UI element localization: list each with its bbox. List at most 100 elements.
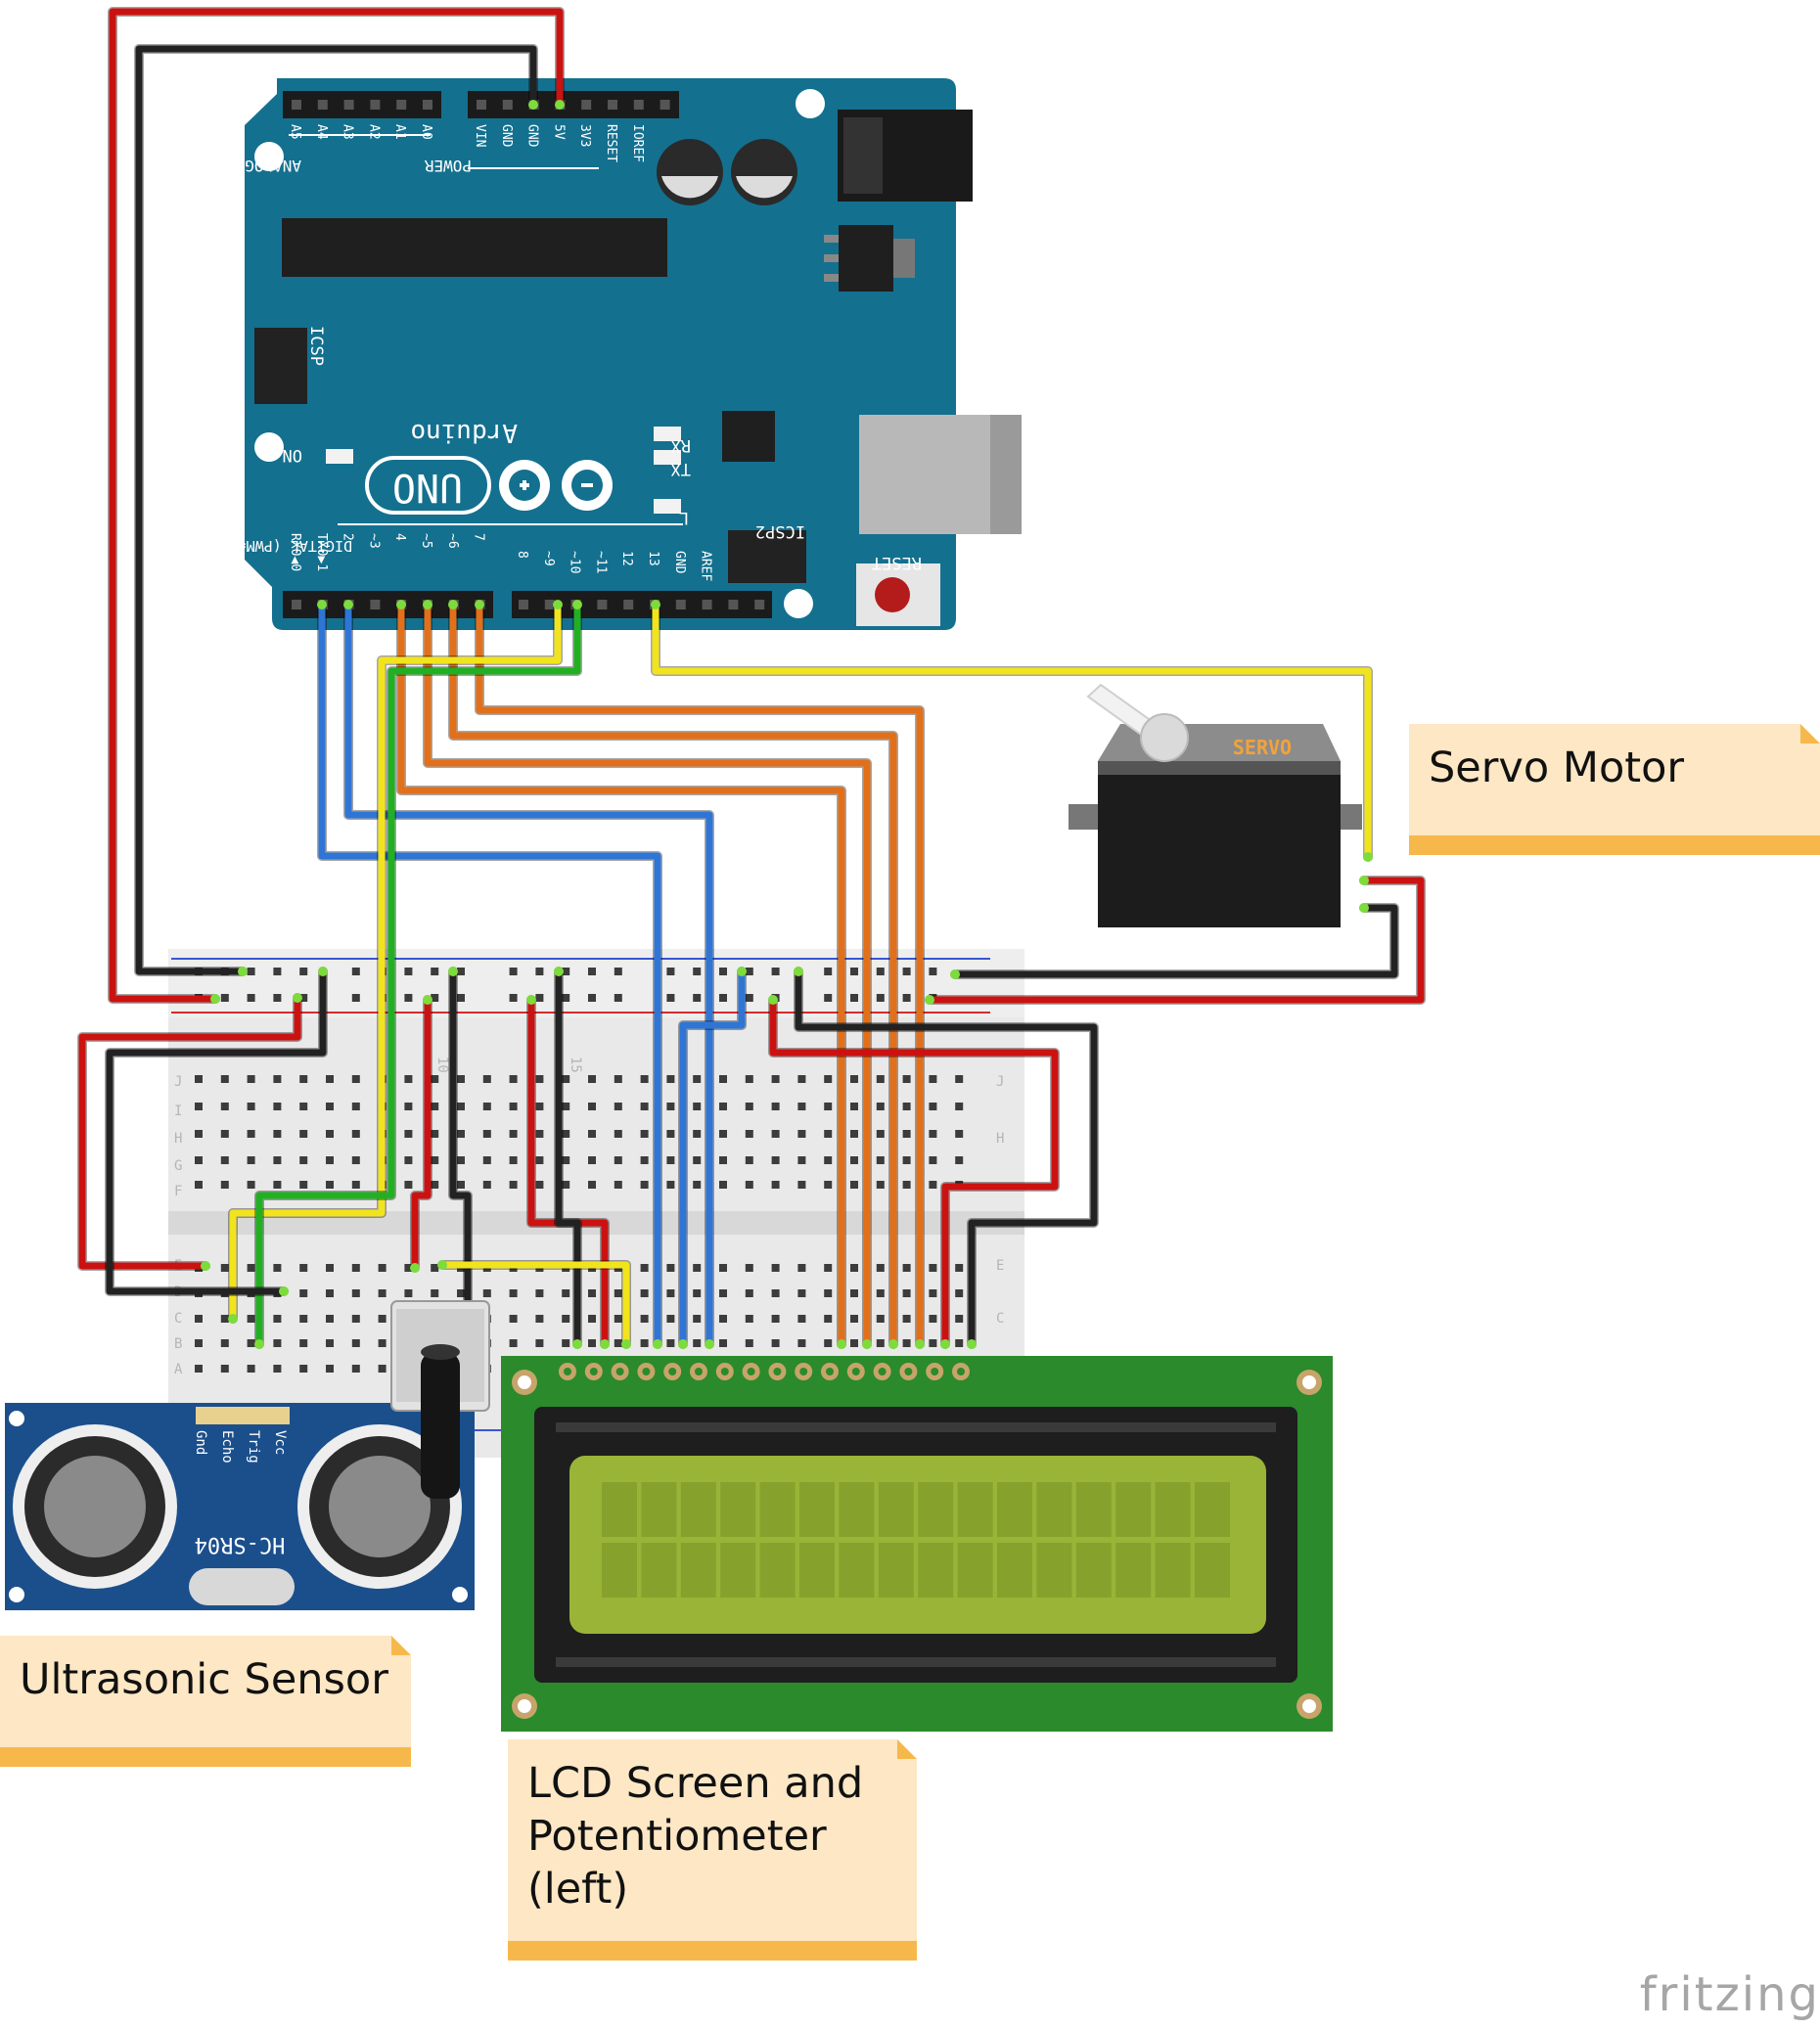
- wire-end: [862, 1339, 872, 1349]
- breadboard-hole: [824, 1181, 833, 1189]
- breadboard-hole: [640, 1130, 649, 1138]
- breadboard-hole: [797, 1130, 806, 1138]
- breadboard-hole: [351, 1289, 360, 1297]
- breadboard-hole: [299, 1075, 308, 1083]
- rail-hole: [719, 994, 727, 1002]
- row-label-c-right: C: [996, 1311, 1004, 1327]
- breadboard-hole: [482, 1130, 491, 1138]
- header-pin: [702, 600, 712, 609]
- breadboard-hole: [614, 1315, 622, 1323]
- breadboard-hole: [719, 1103, 727, 1110]
- lcd-cell: [799, 1543, 835, 1598]
- breadboard-hole: [404, 1075, 413, 1083]
- breadboard-hole: [535, 1339, 544, 1347]
- breadboard-hole: [902, 1339, 911, 1347]
- wire: [795, 968, 1098, 1348]
- wire-end: [555, 100, 565, 110]
- wire-end: [678, 1339, 688, 1349]
- sensor-pin-label: Gnd: [193, 1430, 208, 1455]
- wire-end: [837, 1339, 846, 1349]
- wire-end: [293, 993, 302, 1003]
- pin-label: 13: [646, 551, 660, 566]
- rail-hole: [562, 994, 570, 1002]
- row-label-a: A: [174, 1362, 183, 1377]
- breadboard-hole: [562, 1289, 570, 1297]
- rail-hole: [719, 968, 727, 975]
- breadboard-hole: [876, 1315, 885, 1323]
- wire-end: [1359, 876, 1369, 885]
- wire: [438, 1261, 630, 1348]
- breadboard-hole: [535, 1130, 544, 1138]
- mount-hole: [254, 142, 284, 171]
- breadboard-hole: [850, 1264, 858, 1272]
- breadboard-hole: [902, 1075, 911, 1083]
- header-pin: [317, 100, 328, 110]
- usb-chip: [722, 411, 775, 462]
- lcd-cell: [720, 1543, 756, 1598]
- breadboard-hole: [326, 1130, 334, 1138]
- breadboard-hole: [457, 1130, 465, 1138]
- header-pin: [675, 600, 686, 609]
- breadboard-hole: [351, 1103, 360, 1110]
- breadboard-hole: [771, 1289, 780, 1297]
- breadboard-hole: [351, 1130, 360, 1138]
- breadboard-hole: [902, 1181, 911, 1189]
- breadboard-hole: [509, 1181, 518, 1189]
- breadboard-hole: [850, 1315, 858, 1323]
- breadboard-hole: [431, 1075, 439, 1083]
- breadboard-hole: [850, 1289, 858, 1297]
- wire-end: [343, 600, 353, 609]
- rail-hole: [431, 968, 439, 975]
- lcd-cell: [1075, 1482, 1112, 1537]
- breadboard-hole: [640, 1289, 649, 1297]
- wire: [951, 904, 1398, 978]
- sensor-pin-label: Trig: [246, 1430, 261, 1464]
- breadboard-hole: [195, 1365, 203, 1373]
- pin-label: TX0▶1: [314, 533, 329, 571]
- breadboard-hole: [457, 1181, 465, 1189]
- breadboard-hole: [247, 1264, 255, 1272]
- breadboard-hole: [247, 1339, 255, 1347]
- lcd-cell: [1195, 1482, 1230, 1537]
- tx-label: TX: [670, 459, 691, 478]
- rail-hole: [745, 994, 753, 1002]
- wire-end: [448, 600, 458, 609]
- breadboard-hole: [562, 1130, 570, 1138]
- note-lcd-screen: LCD Screen and Potentiometer (left): [508, 1739, 917, 1960]
- lcd-pin-hole: [720, 1368, 729, 1375]
- pin-label: 8: [515, 551, 529, 559]
- breadboard-hole: [247, 1365, 255, 1373]
- rail-hole: [273, 968, 282, 975]
- wire-end: [448, 967, 458, 976]
- breadboard-hole: [902, 1156, 911, 1164]
- breadboard-hole: [850, 1130, 858, 1138]
- breadboard-hole: [273, 1264, 282, 1272]
- breadboard-hole: [771, 1315, 780, 1323]
- pin-label: A4: [314, 124, 329, 140]
- wire-end: [553, 600, 563, 609]
- header-pin: [423, 100, 432, 110]
- lcd-16x2: [501, 1356, 1333, 1732]
- rail-hole: [299, 994, 308, 1002]
- breadboard-hole: [719, 1181, 727, 1189]
- potentiometer[interactable]: [390, 1300, 490, 1499]
- breadboard-hole: [745, 1103, 753, 1110]
- breadboard-hole: [299, 1289, 308, 1297]
- wire-end: [437, 1260, 447, 1270]
- breadboard-hole: [771, 1075, 780, 1083]
- rail-hole: [351, 968, 360, 975]
- breadboard-hole: [195, 1130, 203, 1138]
- breadboard-hole: [326, 1339, 334, 1347]
- wire-end: [915, 1339, 925, 1349]
- breadboard-hole: [771, 1181, 780, 1189]
- lcd-cell: [680, 1482, 716, 1537]
- breadboard-hole: [299, 1365, 308, 1373]
- col-label-10: 10: [434, 1057, 450, 1073]
- row-label-j-right: J: [996, 1074, 1004, 1090]
- header-pin: [597, 600, 608, 609]
- breadboard-hole: [719, 1075, 727, 1083]
- breadboard-hole: [745, 1075, 753, 1083]
- row-label-g: G: [174, 1158, 182, 1174]
- breadboard-hole: [719, 1264, 727, 1272]
- wire: [926, 877, 1425, 1004]
